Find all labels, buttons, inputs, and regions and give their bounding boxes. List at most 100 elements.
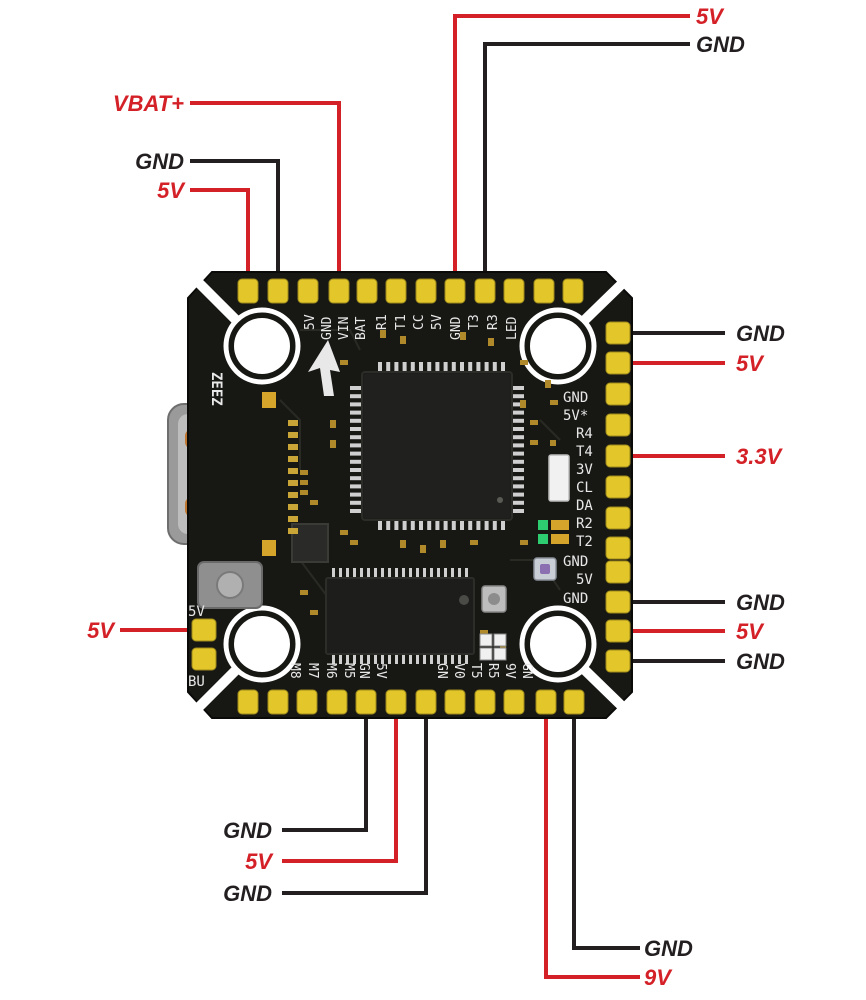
silk-top-gnd: GND [320,316,335,340]
top-pad-4 [328,278,350,304]
right-pad-9 [605,560,631,584]
right-pad-2 [605,351,631,375]
left-silkscreen: 5V BU [188,604,205,690]
silk-right-5v: 5V [576,572,593,588]
right-pad-5 [605,444,631,468]
silk-top-bat: BAT [354,316,369,340]
top-pad-3 [297,278,319,304]
smd-components [300,330,558,661]
label-bottom-9v: 9V [644,965,673,990]
silk-top-t1: T1 [394,314,409,330]
right-pad-3 [605,382,631,406]
label-top-gnd: GND [696,32,745,57]
label-top-5v: 5V [696,4,725,29]
bottom-pad-3 [296,689,318,715]
right-pad-6 [605,475,631,499]
right-silkscreen: GND 5V* R4 T4 3V CL DA R2 T2 GND 5V GND [563,390,593,607]
silk-bottom-m7: M7 [305,663,320,679]
label-right-gnd-2: GND [736,590,785,615]
silk-right-3v: 3V [576,462,593,478]
right-pad-7 [605,506,631,530]
silk-right-r4: R4 [576,426,593,442]
bottom-pad-9 [474,689,496,715]
wire-vbat [190,101,341,272]
bottom-pad-12 [563,689,585,715]
wire-top-5v [453,14,690,272]
flight-controller-board: ZEEZ [187,271,634,719]
bottom-pad-7 [415,689,437,715]
wire-bottom-gnd-2 [282,718,428,895]
wire-top-gnd [483,42,690,272]
direction-arrow-icon [308,340,340,396]
bottom-pad-6 [385,689,407,715]
right-pad-4 [605,413,631,437]
silk-top-5v-2: 5V [430,314,445,330]
silk-bottom-m5: M5 [341,663,356,679]
silk-left-5v: 5V [188,604,205,620]
silk-right-da: DA [576,498,593,514]
label-right-5v-2: 5V [736,619,765,644]
wires [120,14,725,979]
bottom-pad-1 [237,689,259,715]
label-left-gnd: GND [135,149,184,174]
silk-bottom-gn-3: GN [519,663,534,679]
bottom-pad-11 [535,689,557,715]
top-pad-11 [533,278,555,304]
mount-hole-top-left [188,272,301,385]
silk-bottom-r5: R5 [485,663,500,679]
label-right-5v-1: 5V [736,351,765,376]
silk-bottom-gn-2: GN [434,663,449,679]
label-vbat: VBAT+ [113,91,184,116]
silk-right-t2: T2 [576,534,593,550]
silk-bottom-m8: M8 [287,663,302,679]
top-pad-7 [415,278,437,304]
small-ic [291,523,329,563]
right-pad-11 [605,619,631,643]
top-pad-5 [356,278,378,304]
top-pad-9 [474,278,496,304]
silk-top-cc: CC [412,314,427,330]
top-silkscreen: 5V GND VIN BAT R1 T1 CC 5V GND T3 R3 LED [303,314,520,340]
label-bottom-gnd-1: GND [223,818,272,843]
bottom-pad-4 [326,689,348,715]
silk-top-vin: VIN [337,317,352,340]
silk-bottom-9v: 9V [502,663,517,679]
bottom-pad-5 [355,689,377,715]
silk-left-bu: BU [188,674,205,690]
label-bottom-5v: 5V [245,849,274,874]
top-pad-1 [237,278,259,304]
right-pad-12 [605,649,631,673]
wire-bottom-gnd-3 [572,718,640,950]
label-bottom-gnd-2: GND [223,881,272,906]
silk-top-5v: 5V [303,314,318,330]
wire-bottom-9v [544,718,640,979]
wire-left-5v [190,188,250,272]
mount-hole-bottom-left [188,605,301,718]
white-component [548,454,570,502]
label-left-5v: 5V [157,178,186,203]
wire-left-gnd [190,159,280,272]
boot-button [197,561,263,609]
top-pad-12 [562,278,584,304]
top-pad-10 [503,278,525,304]
osd-chip [325,568,475,664]
label-right-3v3: 3.3V [736,444,784,469]
silk-right-t4: T4 [576,444,593,460]
wire-bottom-5v [282,718,398,863]
silk-right-gnd: GND [563,390,588,406]
top-pad-8 [444,278,466,304]
bottom-silkscreen: M8 M7 M6 M5 5V GN GN V0 T5 R5 9V GN [287,663,534,679]
label-right-gnd-3: GND [736,649,785,674]
wire-bottom-gnd-1 [282,718,368,832]
mount-hole-top-right [519,272,634,385]
silk-top-gnd-2: GND [449,316,464,340]
label-buzzer-5v: 5V [87,618,116,643]
left-pad-2 [191,647,217,671]
wire-labels: 5V GND VBAT+ GND 5V GND 5V 3.3V GND 5V G… [87,4,785,990]
mount-hole-bottom-right [519,605,634,718]
label-bottom-gnd-3: GND [644,936,693,961]
silk-bottom-gn: GN [356,663,371,679]
bottom-pad-8 [444,689,466,715]
bottom-pad-2 [267,689,289,715]
right-pad-8 [605,536,631,560]
